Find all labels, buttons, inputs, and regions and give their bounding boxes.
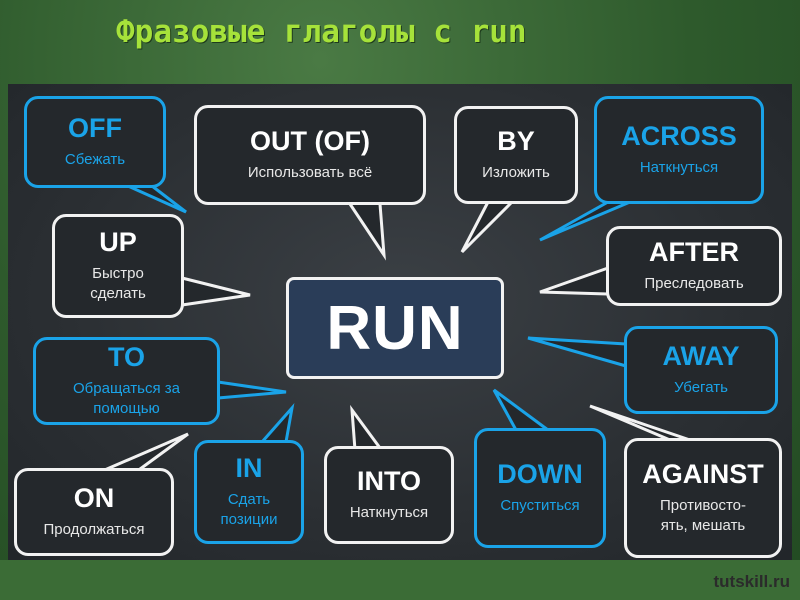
node-against-verb: AGAINST — [642, 458, 764, 489]
away-tail — [527, 336, 627, 368]
center-word-box: RUN — [286, 277, 504, 379]
node-away-verb: AWAY — [662, 341, 740, 372]
down-tail — [492, 388, 549, 432]
on-tail — [99, 432, 189, 474]
node-up-translation: Быстро сделать — [90, 264, 146, 302]
node-to-verb: TO — [107, 341, 145, 372]
out-of-tail — [348, 203, 386, 261]
node-against: AGAINST Противосто- ять, мешать — [624, 438, 782, 558]
node-across-translation: Наткнуться — [639, 158, 719, 176]
node-against-translation: Противосто- ять, мешать — [659, 496, 747, 534]
node-into: INTO Наткнуться — [324, 446, 454, 544]
node-after-translation: Преследовать — [644, 274, 744, 292]
node-off-verb: OFF — [68, 113, 122, 144]
node-away-translation: Убегать — [674, 378, 728, 396]
node-after: AFTER Преследовать — [606, 226, 782, 306]
node-on: ON Продолжаться — [14, 468, 174, 556]
node-out-of-verb: OUT (OF) — [250, 126, 370, 157]
node-in-translation: Сдать позиции — [220, 490, 278, 528]
node-on-translation: Продолжаться — [43, 520, 145, 538]
node-away: AWAY Убегать — [624, 326, 778, 414]
node-in: IN Сдать позиции — [194, 440, 304, 544]
node-off-translation: Сбежать — [64, 150, 126, 168]
node-to-translation: Обращаться за помощью — [73, 379, 180, 417]
node-after-verb: AFTER — [649, 237, 739, 268]
node-down-translation: Спуститься — [500, 496, 580, 514]
node-by-translation: Изложить — [482, 163, 550, 181]
node-across-verb: ACROSS — [621, 121, 737, 152]
node-up: UP Быстро сделать — [52, 214, 184, 318]
node-up-verb: UP — [99, 226, 137, 257]
by-tail — [460, 200, 514, 254]
after-tail — [539, 266, 609, 296]
against-tail — [589, 404, 691, 442]
site-credit: tutskill.ru — [713, 572, 790, 591]
node-off: OFF Сбежать — [24, 96, 166, 188]
across-tail — [539, 200, 631, 242]
node-by-verb: BY — [497, 126, 535, 157]
node-into-verb: INTO — [356, 466, 421, 497]
node-in-verb: IN — [235, 452, 263, 483]
node-across: ACROSS Наткнуться — [594, 96, 764, 204]
node-down: DOWN Спуститься — [474, 428, 606, 548]
node-on-verb: ON — [73, 483, 115, 514]
node-into-translation: Наткнуться — [349, 503, 429, 521]
node-by: BY Изложить — [454, 106, 578, 204]
node-to: TO Обращаться за помощью — [33, 337, 220, 425]
up-tail — [181, 276, 251, 307]
node-out-of: OUT (OF) Использовать всё — [194, 105, 426, 205]
into-tail — [350, 404, 382, 451]
bottom-strip — [0, 560, 800, 600]
page-title: Фразовые глаголы с run — [116, 14, 527, 50]
center-word: RUN — [326, 293, 464, 363]
to-tail — [217, 380, 287, 400]
node-out-of-translation: Использовать всё — [247, 163, 373, 181]
node-down-verb: DOWN — [497, 459, 583, 490]
off-tail — [127, 184, 187, 214]
in-tail — [260, 403, 295, 443]
